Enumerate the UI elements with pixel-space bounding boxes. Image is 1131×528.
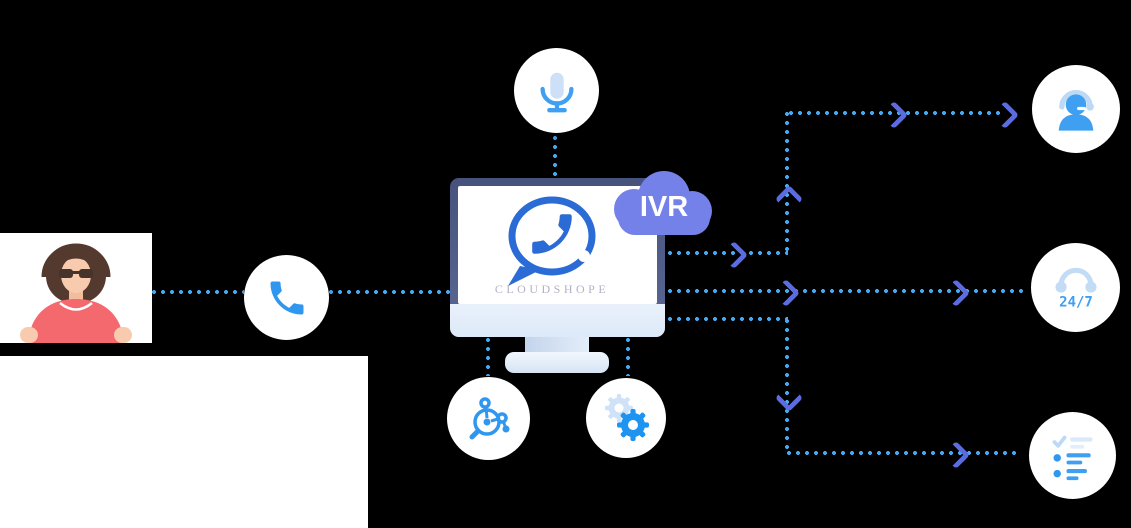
line-phone-to-monitor [329,290,450,294]
line-branch3-to-checklist [787,451,1020,455]
phone-node [244,255,329,340]
bottom-left-white-panel [0,356,368,528]
arrow-right-icon [719,240,749,270]
ivr-monitor: CLOUDSHOPE [450,178,665,337]
analytics-magnifier-icon [469,396,509,439]
agent-node [1032,65,1120,153]
monitor-chin [450,304,665,337]
monitor-stand-base [505,352,609,373]
arrow-right-icon [771,278,801,308]
arrow-right-icon [941,278,971,308]
caller-card [0,233,152,343]
line-branch3-vertical [785,319,789,453]
line-branch2-to-support [668,289,1026,293]
line-branch1-vertical [785,112,789,253]
support-agent-icon [1058,90,1094,131]
arrow-right-icon [879,100,909,130]
microphone-icon [539,72,574,112]
checklist-icon [1052,435,1092,480]
line-branch1-to-agent [789,111,1000,115]
microphone-node [514,48,599,133]
gears-icon [605,394,649,441]
analytics-node [447,377,530,460]
line-branch1-horizontal [668,251,788,255]
line-branch3-horizontal [668,317,788,321]
settings-node [586,378,666,458]
support-24-7-node: 24/7 [1031,243,1120,332]
arrow-up-icon [774,184,804,214]
cloudshope-logo: CLOUDSHOPE [495,196,609,296]
arrow-right-icon [990,100,1020,130]
arrow-right-icon [941,440,971,470]
monitor-stand-neck [525,337,589,355]
line-mic-to-monitor [553,136,557,178]
arrow-down-icon [774,383,804,413]
phone-icon [270,281,303,314]
woman-caller-avatar [20,243,132,343]
line-monitor-to-gears [626,338,630,376]
brand-name: CLOUDSHOPE [495,282,609,296]
ivr-badge-label: IVR [640,191,688,223]
ivr-cloud-badge: IVR [614,171,712,235]
line-caller-to-phone [152,290,244,294]
headphones-24-7-icon: 24/7 [1054,267,1097,310]
line-monitor-to-analytics [486,338,490,376]
availability-label: 24/7 [1059,294,1093,310]
checklist-node [1029,412,1116,499]
